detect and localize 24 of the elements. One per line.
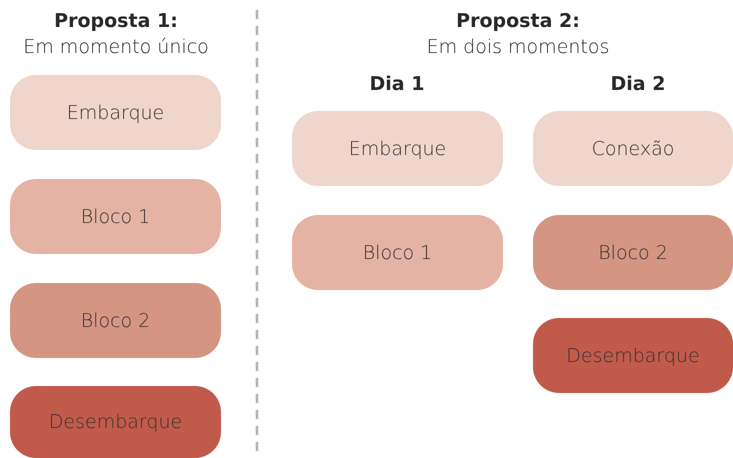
step-pill <box>10 179 221 254</box>
step-label: Desembarque <box>566 344 700 366</box>
step-label: Embarque <box>66 102 164 124</box>
step-pill <box>533 215 733 290</box>
step-label: Conexão <box>592 138 674 160</box>
step-pill <box>533 111 733 186</box>
step-label: Bloco 1 <box>362 242 432 264</box>
proposal-subtitle: Em momento único <box>23 36 209 58</box>
step-pill <box>292 111 503 186</box>
step-pill <box>292 215 503 290</box>
step-pill <box>533 318 733 393</box>
step-label: Embarque <box>348 138 446 160</box>
step-label: Desembarque <box>48 411 182 433</box>
step-pill <box>10 283 221 358</box>
step-pill <box>10 386 221 458</box>
proposal-heading: Proposta 1: <box>54 10 178 32</box>
step-label: Bloco 2 <box>598 242 668 264</box>
day-heading: Dia 1 <box>370 73 424 95</box>
step-label: Bloco 1 <box>80 206 150 228</box>
proposal-subtitle: Em dois momentos <box>426 36 610 58</box>
step-pill <box>10 75 221 150</box>
day-heading: Dia 2 <box>610 73 666 95</box>
proposal-heading: Proposta 2: <box>456 10 580 32</box>
step-label: Bloco 2 <box>80 310 150 332</box>
